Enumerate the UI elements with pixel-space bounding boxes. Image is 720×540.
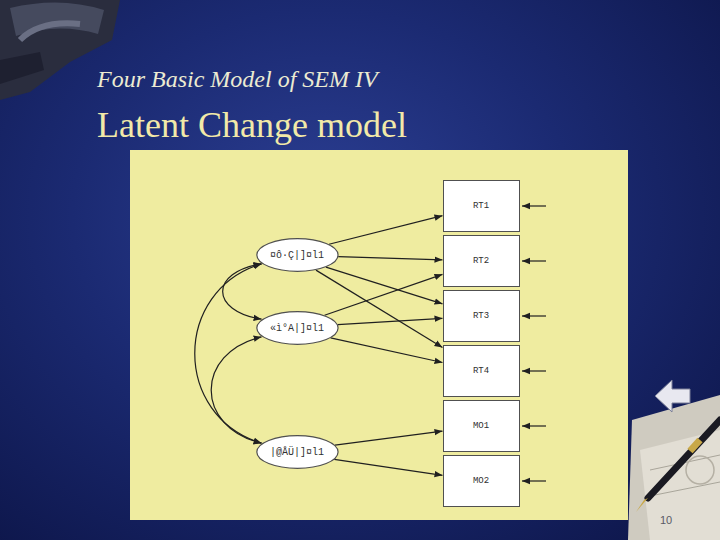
diagram-panel	[130, 150, 628, 520]
node-label: MO2	[473, 476, 489, 486]
loading-arrow	[338, 257, 442, 260]
observed-variable-box: RT3	[443, 290, 520, 342]
node-label: |@ÅÜ|]¤l1	[270, 447, 324, 458]
error-arrows	[522, 206, 546, 481]
observed-variable-box: RT2	[443, 235, 520, 287]
back-arrow-icon	[655, 380, 690, 412]
node-label: RT3	[473, 311, 489, 321]
loading-arrow	[335, 431, 443, 445]
latent-factor-ellipse: ¤ô·Ç|]¤l1	[256, 238, 339, 272]
observed-variable-box: MO2	[443, 455, 520, 507]
observed-variable-box: RT4	[443, 345, 520, 397]
loading-arrow	[326, 267, 443, 304]
node-label: MO1	[473, 421, 489, 431]
covariance-arc	[211, 337, 261, 443]
loading-arrow	[334, 459, 442, 475]
loading-arrow	[329, 216, 442, 245]
latent-factor-ellipse: «ì°A|]¤l1	[256, 311, 339, 345]
slide-subtitle: Four Basic Model of SEM IV	[97, 66, 378, 93]
observed-variable-box: MO1	[443, 400, 520, 452]
loading-arrow	[325, 274, 443, 315]
node-label: RT1	[473, 201, 489, 211]
loading-arrow	[338, 318, 443, 324]
covariance-arc	[195, 264, 262, 443]
slide-title: Latent Change model	[97, 104, 407, 146]
loading-arrow	[331, 338, 443, 363]
observed-variable-box: RT1	[443, 180, 520, 232]
node-label: RT2	[473, 256, 489, 266]
node-label: «ì°A|]¤l1	[270, 323, 324, 334]
loading-arrow	[316, 270, 443, 347]
latent-factor-ellipse: |@ÅÜ|]¤l1	[256, 435, 339, 469]
node-label: ¤ô·Ç|]¤l1	[270, 250, 324, 261]
page-number: 10	[660, 514, 672, 526]
money-and-pen-image	[628, 395, 720, 540]
node-label: RT4	[473, 366, 489, 376]
